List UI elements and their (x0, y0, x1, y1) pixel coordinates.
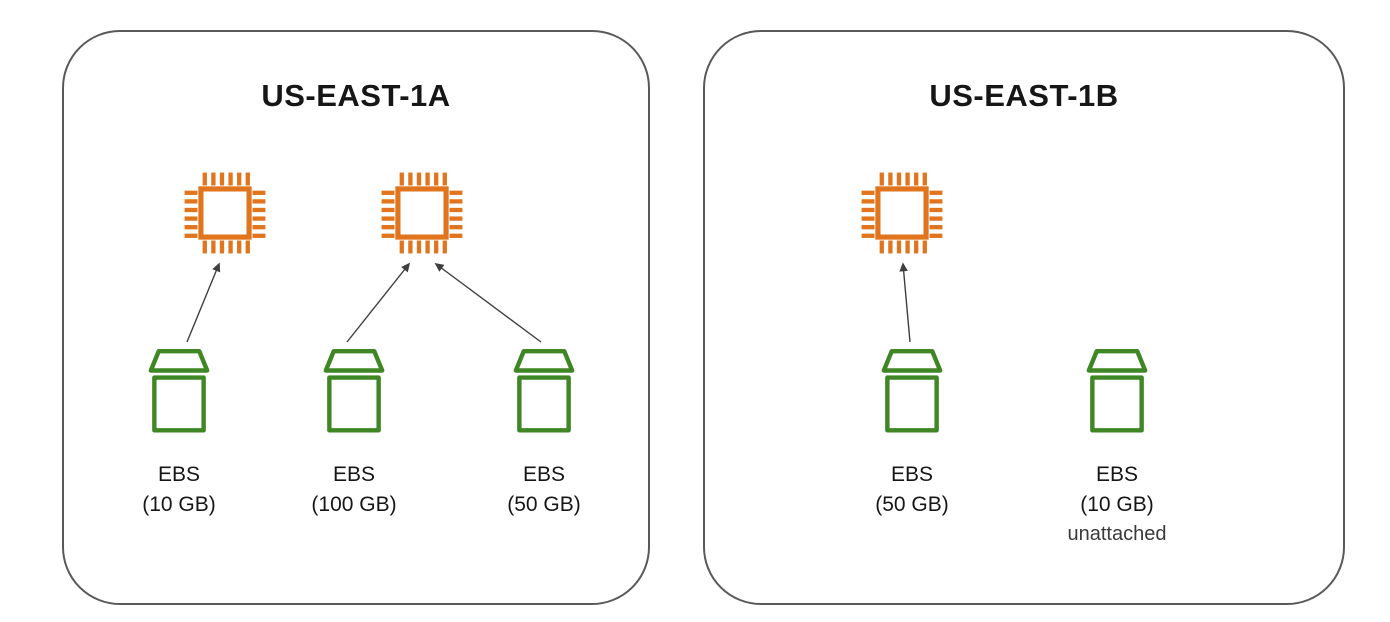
volume-name: EBS (890, 463, 934, 486)
volume-size: (100 GB) (311, 493, 397, 516)
volume-label: EBS (10 GB) unattached (1042, 460, 1192, 548)
ebs-volume-5 (1073, 344, 1161, 441)
ebs-volume-icon (881, 348, 943, 433)
ec2-instance-2 (379, 170, 465, 256)
volume-size: (50 GB) (875, 493, 949, 516)
volume-label: EBS (50 GB) (469, 460, 619, 520)
ec2-instance-1 (182, 170, 268, 256)
ebs-volume-4 (868, 344, 956, 441)
volume-note: unattached (1067, 523, 1167, 545)
volume-name: EBS (1095, 463, 1139, 486)
volume-name: EBS (157, 463, 201, 486)
attachment-arrow (346, 262, 411, 343)
attachment-arrow (186, 262, 221, 343)
volume-label: EBS (10 GB) (104, 460, 254, 520)
availability-zone-us-east-1a: US-EAST-1A (62, 30, 650, 605)
ebs-volume-icon (148, 348, 210, 433)
ebs-volume-icon (513, 348, 575, 433)
ebs-volume-2 (310, 344, 398, 441)
volume-size: (10 GB) (1080, 493, 1154, 516)
ebs-volume-1 (135, 344, 223, 441)
volume-label: EBS (100 GB) (279, 460, 429, 520)
zone-title: US-EAST-1B (929, 78, 1119, 113)
attachment-arrow (434, 262, 542, 343)
ebs-volume-3 (500, 344, 588, 441)
availability-zone-us-east-1b: US-EAST-1B (703, 30, 1345, 605)
ebs-volume-icon (323, 348, 385, 433)
ec2-instance-icon (381, 172, 463, 254)
attachment-arrow (899, 262, 911, 343)
ec2-instance-3 (859, 170, 945, 256)
zone-title: US-EAST-1A (261, 78, 451, 113)
ec2-instance-icon (184, 172, 266, 254)
attachment-arrows (899, 262, 911, 343)
volume-size: (10 GB) (142, 493, 216, 516)
attachment-arrows (186, 262, 542, 343)
ebs-volume-icon (1086, 348, 1148, 433)
volume-name: EBS (332, 463, 376, 486)
volume-size: (50 GB) (507, 493, 581, 516)
volume-label: EBS (50 GB) (837, 460, 987, 520)
volume-name: EBS (522, 463, 566, 486)
ec2-instance-icon (861, 172, 943, 254)
